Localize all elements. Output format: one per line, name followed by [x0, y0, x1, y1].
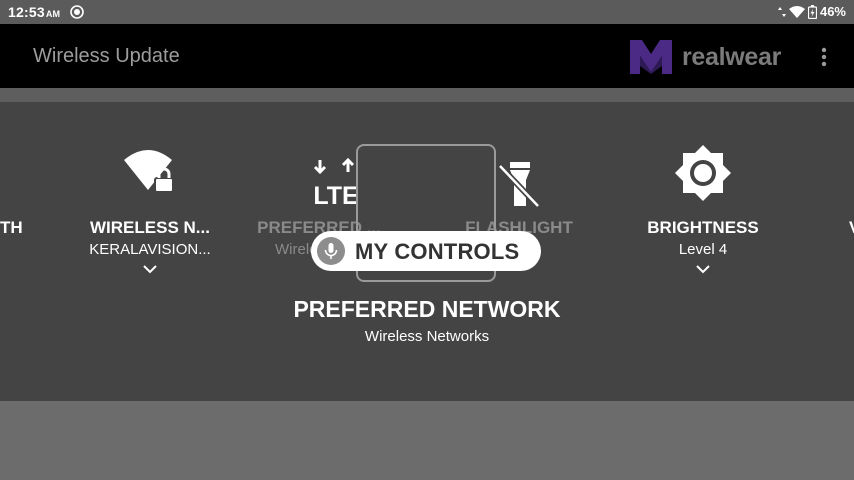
- selection-frame: [356, 144, 496, 282]
- appbar-divider: [0, 88, 854, 102]
- focused-control-title: PREFERRED NETWORK: [293, 296, 561, 322]
- control-wireless-label: WIRELESS N...: [90, 218, 210, 237]
- battery-icon: [807, 4, 817, 19]
- control-partial-right-label: V: [849, 218, 854, 238]
- realwear-logo-icon: [630, 40, 672, 74]
- control-partial-left-label: TH: [0, 218, 23, 237]
- wifi-status-icon: [788, 5, 805, 18]
- status-bar: 12:53AM 46%: [0, 0, 854, 24]
- overflow-menu-icon[interactable]: [814, 46, 834, 68]
- status-time: 12:53AM: [8, 4, 61, 20]
- control-brightness[interactable]: BRIGHTNESS Level 4: [613, 102, 793, 302]
- microphone-icon: [317, 237, 345, 265]
- status-ampm: AM: [45, 9, 61, 19]
- bottom-area: [0, 401, 854, 480]
- controls-panel: TH WIRELESS N... KERALAVISION... LTE PRE…: [0, 102, 854, 401]
- svg-text:LTE: LTE: [313, 182, 358, 210]
- chevron-down-icon: [143, 265, 157, 274]
- lte-icon: LTE: [313, 158, 359, 210]
- realwear-logo: realwear: [628, 38, 781, 76]
- flashlight-off-icon: [497, 162, 541, 208]
- battery-percent: 46%: [819, 4, 846, 19]
- app-bar: Wireless Update realwear: [0, 24, 854, 88]
- control-brightness-label: BRIGHTNESS: [647, 218, 759, 237]
- app-title: Wireless Update: [33, 45, 180, 67]
- control-preferred-sub: Wirele: [275, 241, 318, 258]
- status-right: 46%: [777, 4, 846, 19]
- realwear-logo-text: realwear: [682, 42, 782, 71]
- my-controls-label: MY CONTROLS: [355, 239, 520, 264]
- wifi-lock-icon: [124, 150, 174, 193]
- control-wireless-networks[interactable]: WIRELESS N... KERALAVISION...: [60, 102, 240, 302]
- my-controls-button[interactable]: MY CONTROLS: [311, 231, 541, 271]
- sync-icon: [70, 5, 84, 19]
- chevron-down-icon: [696, 265, 710, 274]
- focused-control-subtitle: Wireless Networks: [364, 328, 490, 345]
- control-wireless-sub: KERALAVISION...: [89, 241, 211, 258]
- data-arrows-icon: [777, 6, 786, 17]
- brightness-icon: [675, 145, 731, 201]
- control-brightness-sub: Level 4: [678, 241, 728, 258]
